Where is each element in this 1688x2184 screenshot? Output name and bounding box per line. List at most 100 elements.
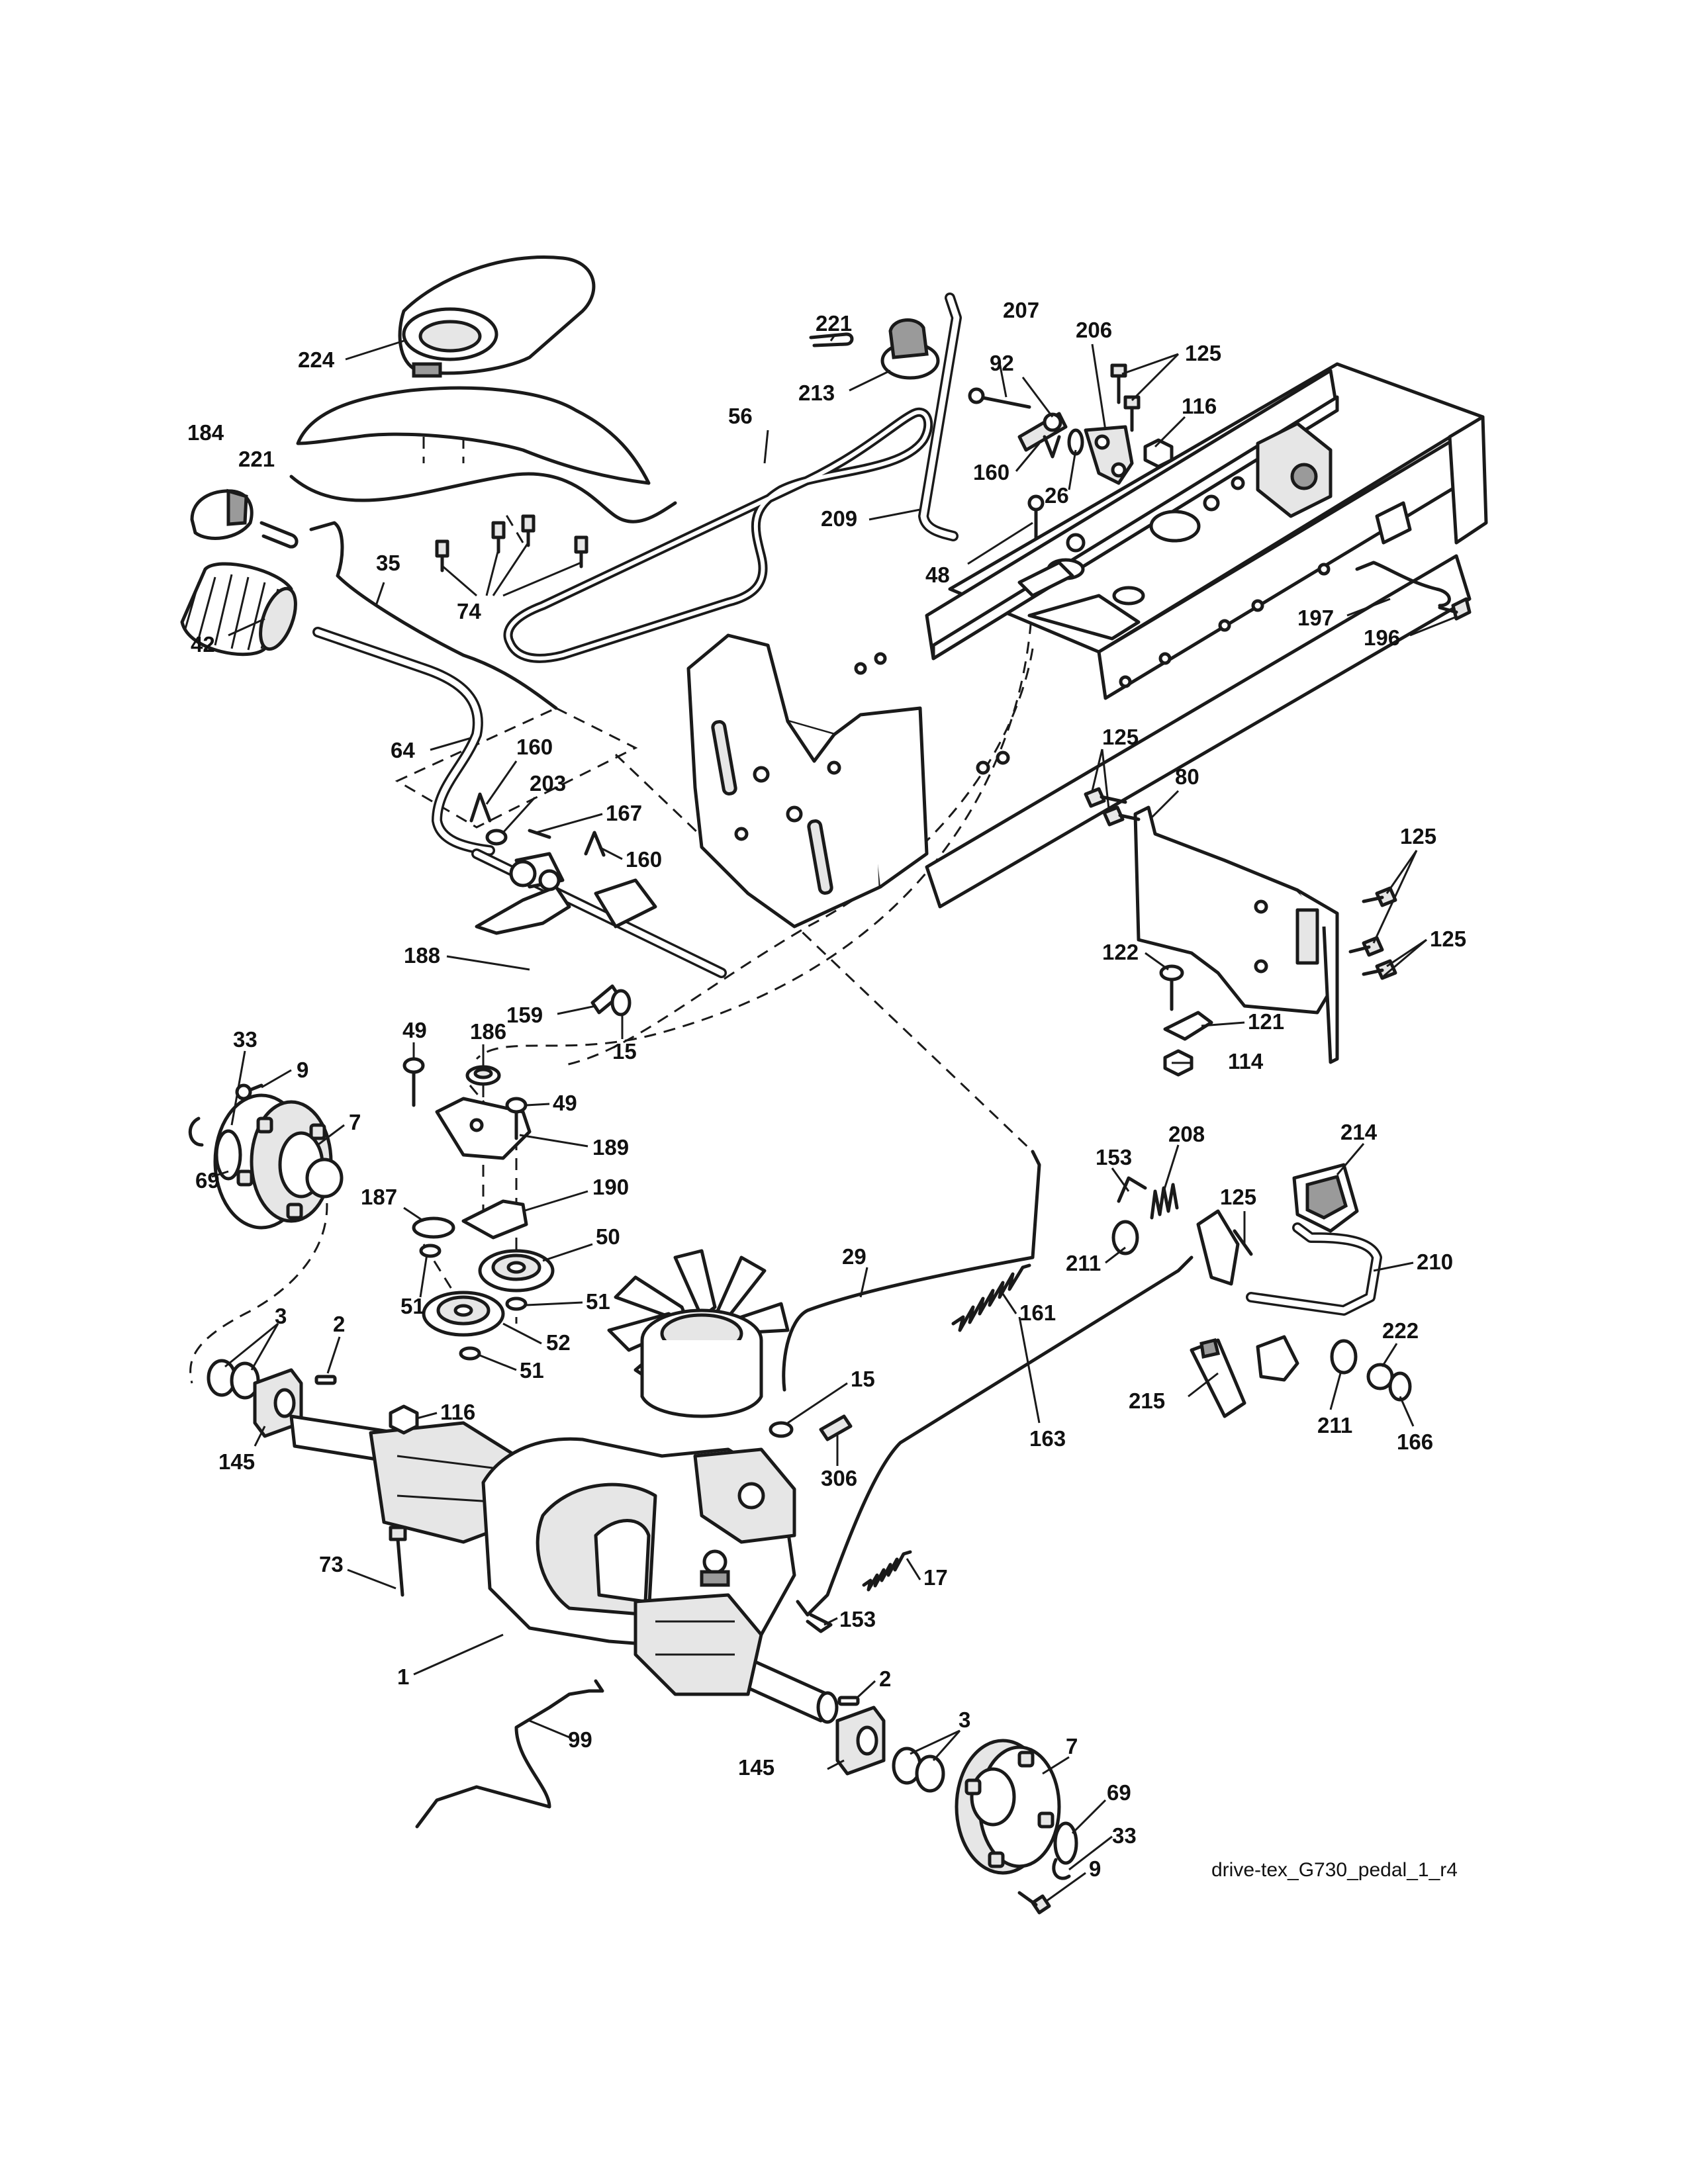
clip-153-upper — [1117, 1176, 1147, 1203]
callout-153: 153 — [839, 1607, 876, 1631]
pulley-52 — [422, 1291, 505, 1337]
bolt-122-bracket-121-nut-114 — [1159, 964, 1213, 1077]
cotter-pins-160-203-167 — [469, 792, 606, 857]
callout-211: 211 — [1066, 1251, 1101, 1275]
callout-92: 92 — [990, 351, 1014, 375]
bushing-186 — [465, 1065, 501, 1086]
callout-33: 33 — [1112, 1823, 1137, 1848]
callout-210: 210 — [1417, 1250, 1453, 1274]
callout-160: 160 — [516, 735, 553, 759]
transaxle-1 — [289, 1404, 839, 1724]
clip-153-lower — [806, 1613, 833, 1633]
callout-167: 167 — [606, 801, 642, 825]
callout-214: 214 — [1340, 1120, 1378, 1144]
bushing-211-upper — [1111, 1220, 1139, 1255]
control-rod-29 — [782, 1150, 1041, 1392]
bracket-206 — [1084, 425, 1134, 485]
callout-50: 50 — [596, 1224, 620, 1249]
callout-211: 211 — [1317, 1413, 1352, 1437]
bracket-80 — [1133, 805, 1339, 1064]
callout-189: 189 — [592, 1135, 629, 1160]
callout-188: 188 — [404, 943, 440, 968]
spacers-3-right — [892, 1747, 945, 1793]
callout-7: 7 — [1066, 1734, 1078, 1758]
fender-outline — [289, 472, 677, 523]
callout-221: 221 — [816, 311, 852, 336]
handle-grip-42 — [180, 562, 297, 657]
washer-69-clip-33-bolt-9-left — [188, 1083, 263, 1181]
callout-125: 125 — [1220, 1185, 1256, 1209]
spring-17 — [862, 1550, 912, 1592]
callout-207: 207 — [1003, 298, 1039, 322]
key-2-right — [837, 1696, 860, 1706]
spring-161 — [951, 1263, 1031, 1332]
callout-26: 26 — [1045, 483, 1069, 508]
callout-9: 9 — [1089, 1856, 1101, 1881]
leader-lines — [211, 334, 1457, 1903]
callout-215: 215 — [1129, 1388, 1165, 1413]
bolts-125-116-top — [1110, 363, 1174, 469]
callout-160: 160 — [626, 847, 662, 872]
callout-145: 145 — [738, 1755, 774, 1780]
callout-73: 73 — [319, 1552, 344, 1576]
knob-184 — [190, 488, 254, 540]
callout-186: 186 — [470, 1019, 506, 1044]
callout-3: 3 — [275, 1304, 287, 1328]
idler-pulley-50 — [478, 1249, 555, 1293]
clip-166 — [1388, 1371, 1412, 1402]
chassis-frame — [686, 362, 1488, 929]
callout-17: 17 — [923, 1565, 948, 1590]
washer-15-screw-306 — [769, 1414, 853, 1441]
callout-56: 56 — [728, 404, 753, 428]
callout-114: 114 — [1228, 1049, 1264, 1073]
callout-51: 51 — [586, 1289, 610, 1314]
callout-2: 2 — [333, 1312, 345, 1336]
washer-187 — [412, 1216, 455, 1239]
callout-125: 125 — [1102, 725, 1139, 749]
callout-160: 160 — [973, 460, 1009, 484]
bolts-125-bracket — [1084, 787, 1397, 980]
callout-213: 213 — [798, 381, 835, 405]
callout-labels: 224 184 221 221 213 56 92 207 206 125 11… — [187, 298, 1466, 1881]
callout-221: 221 — [238, 447, 275, 471]
callout-35: 35 — [376, 551, 400, 575]
callout-196: 196 — [1364, 625, 1400, 650]
callout-161: 161 — [1019, 1300, 1056, 1325]
callout-190: 190 — [592, 1175, 629, 1199]
pedal-rod-163 — [796, 1255, 1194, 1617]
callout-166: 166 — [1397, 1430, 1433, 1454]
callout-222: 222 — [1382, 1318, 1419, 1343]
cooling-fan — [607, 1249, 790, 1418]
callout-187: 187 — [361, 1185, 397, 1209]
pedal-arm-210 — [1246, 1222, 1382, 1382]
callout-122: 122 — [1102, 940, 1139, 964]
pin-92-and-arm-207 — [968, 387, 1084, 459]
callout-208: 208 — [1168, 1122, 1205, 1146]
callout-9: 9 — [297, 1058, 308, 1082]
callout-159: 159 — [506, 1003, 543, 1027]
shaft-assembly-188 — [471, 848, 727, 978]
knob-213 — [880, 318, 940, 380]
callout-2: 2 — [879, 1666, 891, 1691]
cable-35 — [309, 521, 558, 710]
callout-163: 163 — [1029, 1426, 1066, 1451]
callout-48: 48 — [925, 563, 950, 587]
callout-184: 184 — [187, 420, 224, 445]
callout-69: 69 — [195, 1168, 220, 1193]
bolt-48 — [1027, 494, 1045, 541]
callout-15: 15 — [612, 1039, 637, 1064]
idler-bracket-189 — [435, 1097, 532, 1160]
hairpin-clip-221-left — [259, 521, 299, 549]
callout-1: 1 — [397, 1664, 409, 1689]
callout-209: 209 — [821, 506, 857, 531]
callout-52: 52 — [546, 1330, 571, 1355]
callout-74: 74 — [457, 599, 481, 623]
pedal-pad-214 — [1292, 1163, 1359, 1233]
callout-42: 42 — [191, 632, 215, 657]
bolt-73 — [389, 1525, 407, 1597]
callout-7: 7 — [349, 1110, 361, 1134]
callout-69: 69 — [1107, 1780, 1131, 1805]
callout-203: 203 — [530, 771, 566, 796]
callout-51: 51 — [520, 1358, 544, 1383]
